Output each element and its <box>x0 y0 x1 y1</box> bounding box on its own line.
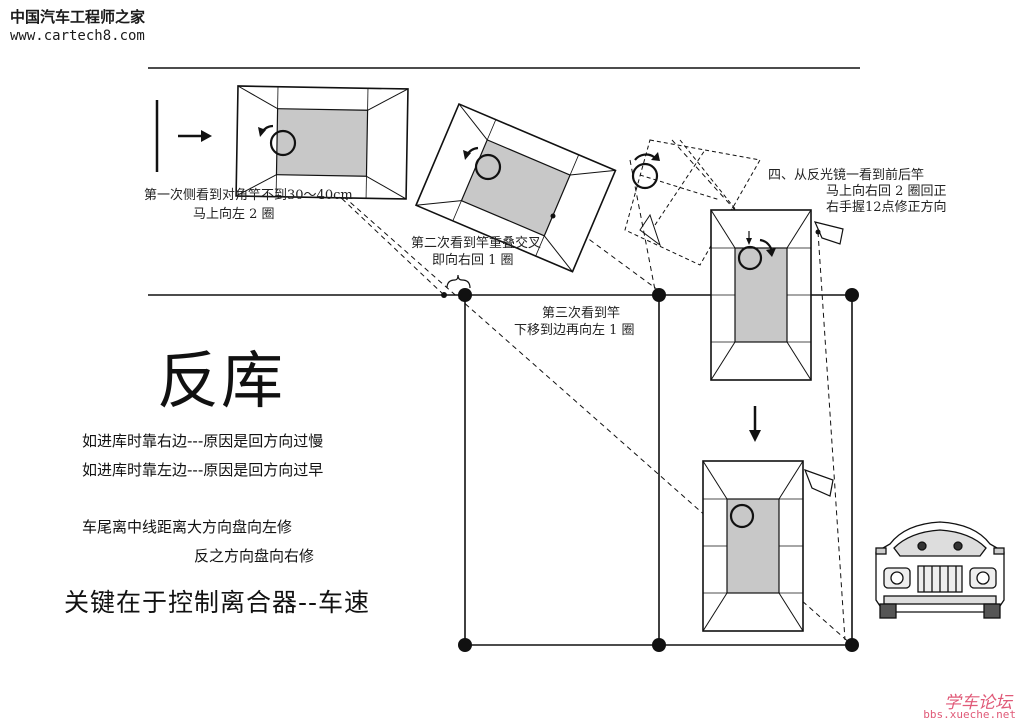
site-watermark-url: www.cartech8.com <box>10 28 145 44</box>
key-point: 关键在于控制离合器--车速 <box>64 588 371 617</box>
step1-note-line2: 马上向左 2 圈 <box>193 207 275 222</box>
car-position-4 <box>710 209 812 381</box>
rule-2: 如进库时靠左边---原因是回方向过早 <box>82 461 324 479</box>
arrow-down-small-icon <box>746 231 752 245</box>
side-mirror-5 <box>803 468 834 497</box>
step4-note-line2: 马上向右回 2 圈回正 <box>826 184 947 199</box>
rule-1: 如进库时靠右边---原因是回方向过慢 <box>82 432 324 450</box>
step3-note-line2: 下移到边再向左 1 圈 <box>514 323 635 338</box>
distance-brace <box>446 274 471 289</box>
rotate-left-icon-1 <box>258 124 297 157</box>
rotate-right-icon-4 <box>737 238 776 271</box>
rotate-left-icon-2 <box>463 146 502 181</box>
step2-note-line2: 即向右回 1 圈 <box>432 253 514 268</box>
arrow-right-icon <box>178 130 212 142</box>
step4-note-line1: 四、从反光镜一看到前后竿 <box>768 168 925 183</box>
car-position-1 <box>235 85 409 200</box>
forum-watermark-url: bbs.xueche.net <box>923 708 1016 721</box>
site-watermark-name: 中国汽车工程师之家 <box>10 8 146 26</box>
rotate-right-icon-3 <box>631 152 660 190</box>
sight-point-2 <box>550 213 556 219</box>
step3-note-line1: 第三次看到竿 <box>542 306 621 321</box>
car-position-3-ghost <box>624 139 761 266</box>
wheel-marker-5 <box>729 503 755 529</box>
step2-note-line1: 第二次看到竿重叠交叉 <box>411 236 542 251</box>
mirror-3 <box>639 213 661 247</box>
diagram-title: 反库 <box>157 344 286 417</box>
forum-watermark-name: 学车论坛 <box>944 693 1012 713</box>
step4-note-line3: 右手握12点修正方向 <box>826 200 947 215</box>
rule-3: 车尾离中线距离大方向盘向左修 <box>82 518 293 536</box>
car-position-5 <box>702 460 804 632</box>
rule-4: 反之方向盘向右修 <box>194 547 315 565</box>
arrow-down-icon <box>749 406 761 442</box>
car-front-view-icon <box>875 521 1005 619</box>
step1-note-line1: 第一次侧看到对角竿不到30～40cm <box>144 188 353 203</box>
